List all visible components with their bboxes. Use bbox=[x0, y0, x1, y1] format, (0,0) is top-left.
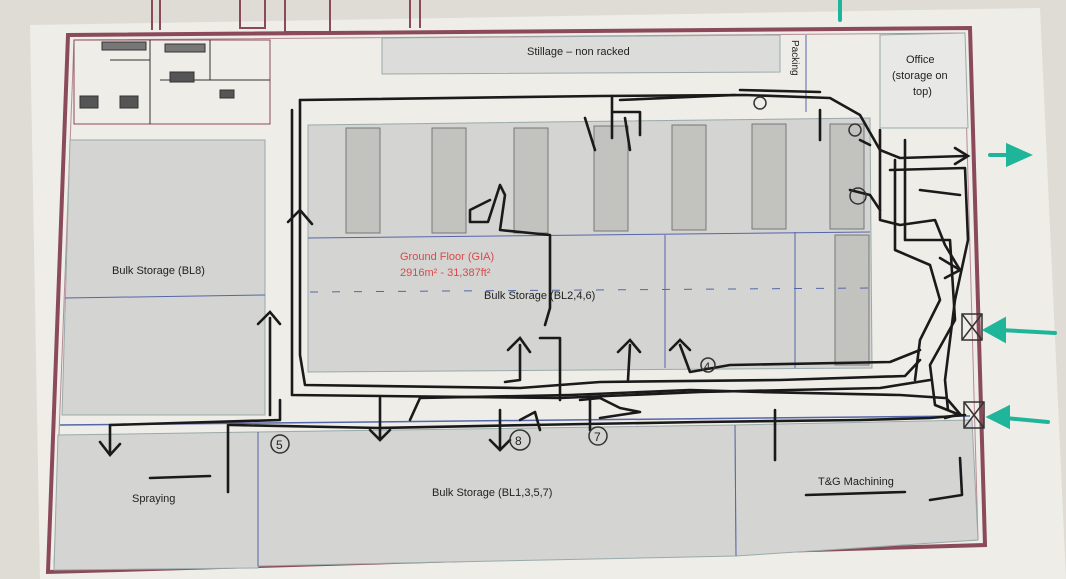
label-bulk-bl246: Bulk Storage (BL2,4,6) bbox=[484, 290, 595, 302]
label-bulk-bl1357: Bulk Storage (BL1,3,5,7) bbox=[432, 487, 552, 499]
floor-area-value: 2916m² - 31,387ft² bbox=[400, 267, 491, 279]
marker-5: 5 bbox=[276, 438, 283, 452]
label-tg-machining: T&G Machining bbox=[818, 476, 894, 488]
outer-wall bbox=[45, 25, 988, 575]
zone-spraying bbox=[53, 431, 259, 571]
zone-tg bbox=[734, 419, 979, 557]
teal-arrow-in-1-body bbox=[998, 328, 1057, 335]
washroom-block bbox=[73, 39, 271, 125]
label-office-2: (storage on bbox=[892, 70, 948, 82]
marker-circle-8 bbox=[509, 429, 531, 451]
circle-markers bbox=[270, 96, 867, 454]
zone-office bbox=[879, 32, 969, 129]
teal-arrow-in-1-head bbox=[981, 316, 1006, 344]
label-packing: Packing bbox=[789, 40, 800, 76]
marker-8: 8 bbox=[515, 434, 522, 448]
racks bbox=[345, 123, 870, 366]
teal-arrow-in-2-head bbox=[985, 404, 1010, 430]
label-office-1: Office bbox=[906, 54, 935, 66]
marker-circle-4 bbox=[700, 357, 716, 373]
teal-arrows bbox=[838, 0, 1057, 430]
floor-area-title: Ground Floor (GIA) bbox=[400, 251, 494, 263]
teal-arrow-in-2-body bbox=[1003, 416, 1050, 424]
teal-arrow-exit-head bbox=[1006, 142, 1033, 168]
route-arrowheads bbox=[98, 146, 971, 458]
marker-7: 7 bbox=[594, 430, 601, 444]
internal-walls bbox=[59, 35, 971, 566]
label-stillage: Stillage – non racked bbox=[527, 46, 630, 58]
zone-bl8 bbox=[61, 139, 266, 416]
marker-circle-7 bbox=[588, 426, 608, 446]
zone-bl246 bbox=[307, 117, 873, 373]
label-bulk-bl8: Bulk Storage (BL8) bbox=[112, 265, 205, 277]
zone-stillage bbox=[381, 34, 781, 75]
handdrawn-routes bbox=[108, 88, 970, 502]
marker-circle-5 bbox=[270, 434, 290, 454]
label-office-3: top) bbox=[913, 86, 932, 98]
label-spraying: Spraying bbox=[132, 493, 175, 505]
marker-4: 4 bbox=[704, 361, 710, 373]
